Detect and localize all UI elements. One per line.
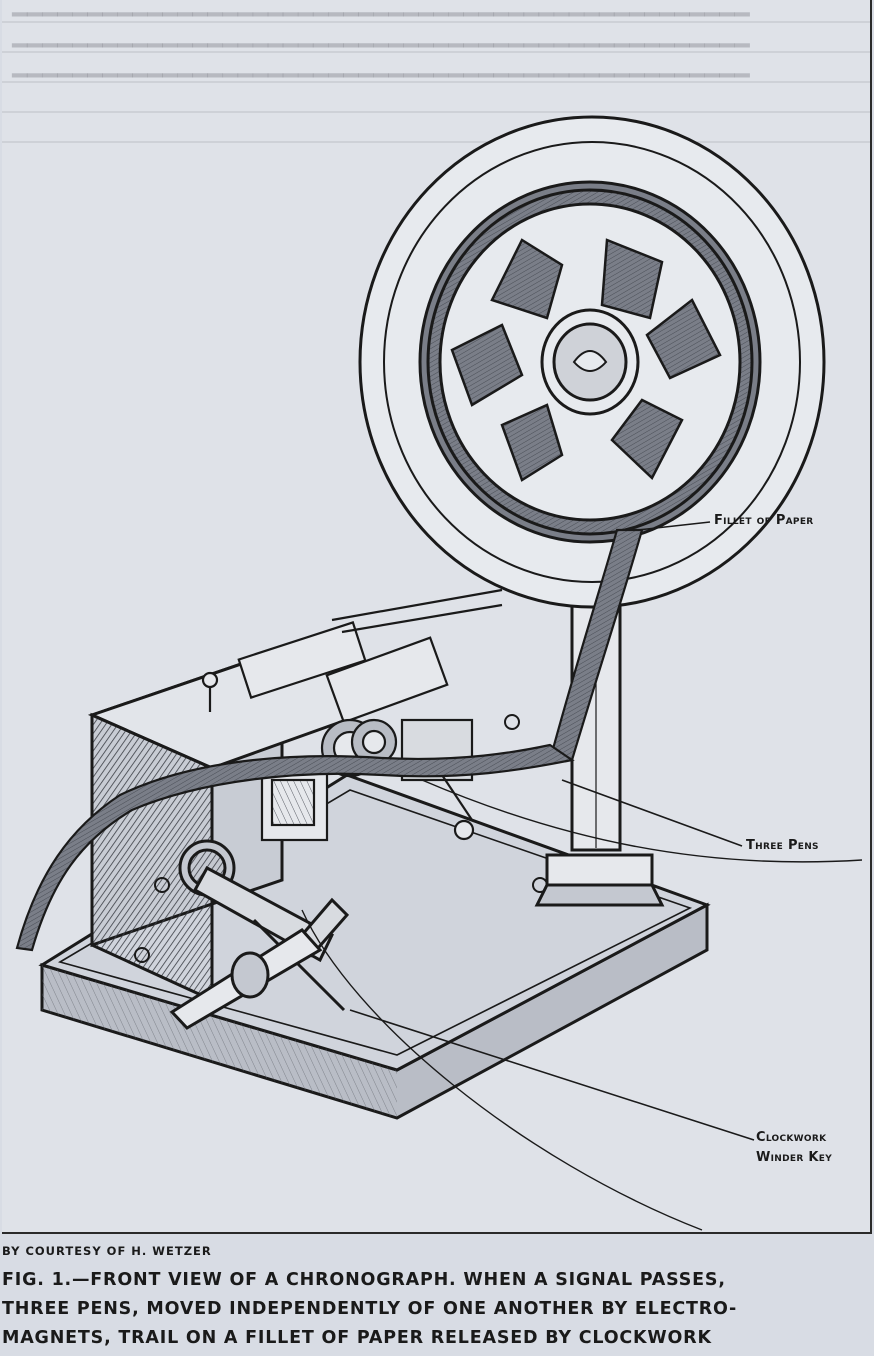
- paper-fillet-strip: [15, 528, 863, 1231]
- label-three-pens: Three Pens: [746, 836, 819, 856]
- caption-line-1: FIG. 1.—FRONT VIEW OF A CHRONOGRAPH. WHE…: [2, 1270, 726, 1290]
- label-clockwork-line2: Winder Key: [756, 1150, 833, 1165]
- image-credit: BY COURTESY OF H. WETZER: [2, 1244, 212, 1258]
- figure-frame: ━━━━━━━━━━━━━━━━━━━━━━━━━━━━━━━━━━━━━━━━…: [2, 0, 872, 1234]
- callout-leaders: [349, 521, 755, 1141]
- label-clockwork-line1: Clockwork: [756, 1130, 827, 1145]
- chronograph-illustration: [2, 21, 870, 1231]
- label-fillet-of-paper-text: Fillet of Paper: [714, 513, 814, 528]
- label-clockwork-winder-key: Clockwork Winder Key: [756, 1128, 832, 1168]
- show-through-lines: [2, 21, 870, 143]
- winder-key: [169, 839, 350, 1030]
- caption-line-2: THREE PENS, MOVED INDEPENDENTLY OF ONE A…: [2, 1299, 738, 1319]
- label-three-pens-text: Three Pens: [746, 838, 819, 853]
- paper-reel: [358, 115, 826, 609]
- label-fillet-of-paper: Fillet of Paper: [714, 511, 814, 531]
- figure-caption: FIG. 1.—FRONT VIEW OF A CHRONOGRAPH. WHE…: [2, 1266, 870, 1353]
- caption-line-3: MAGNETS, TRAIL ON A FILLET OF PAPER RELE…: [2, 1328, 712, 1348]
